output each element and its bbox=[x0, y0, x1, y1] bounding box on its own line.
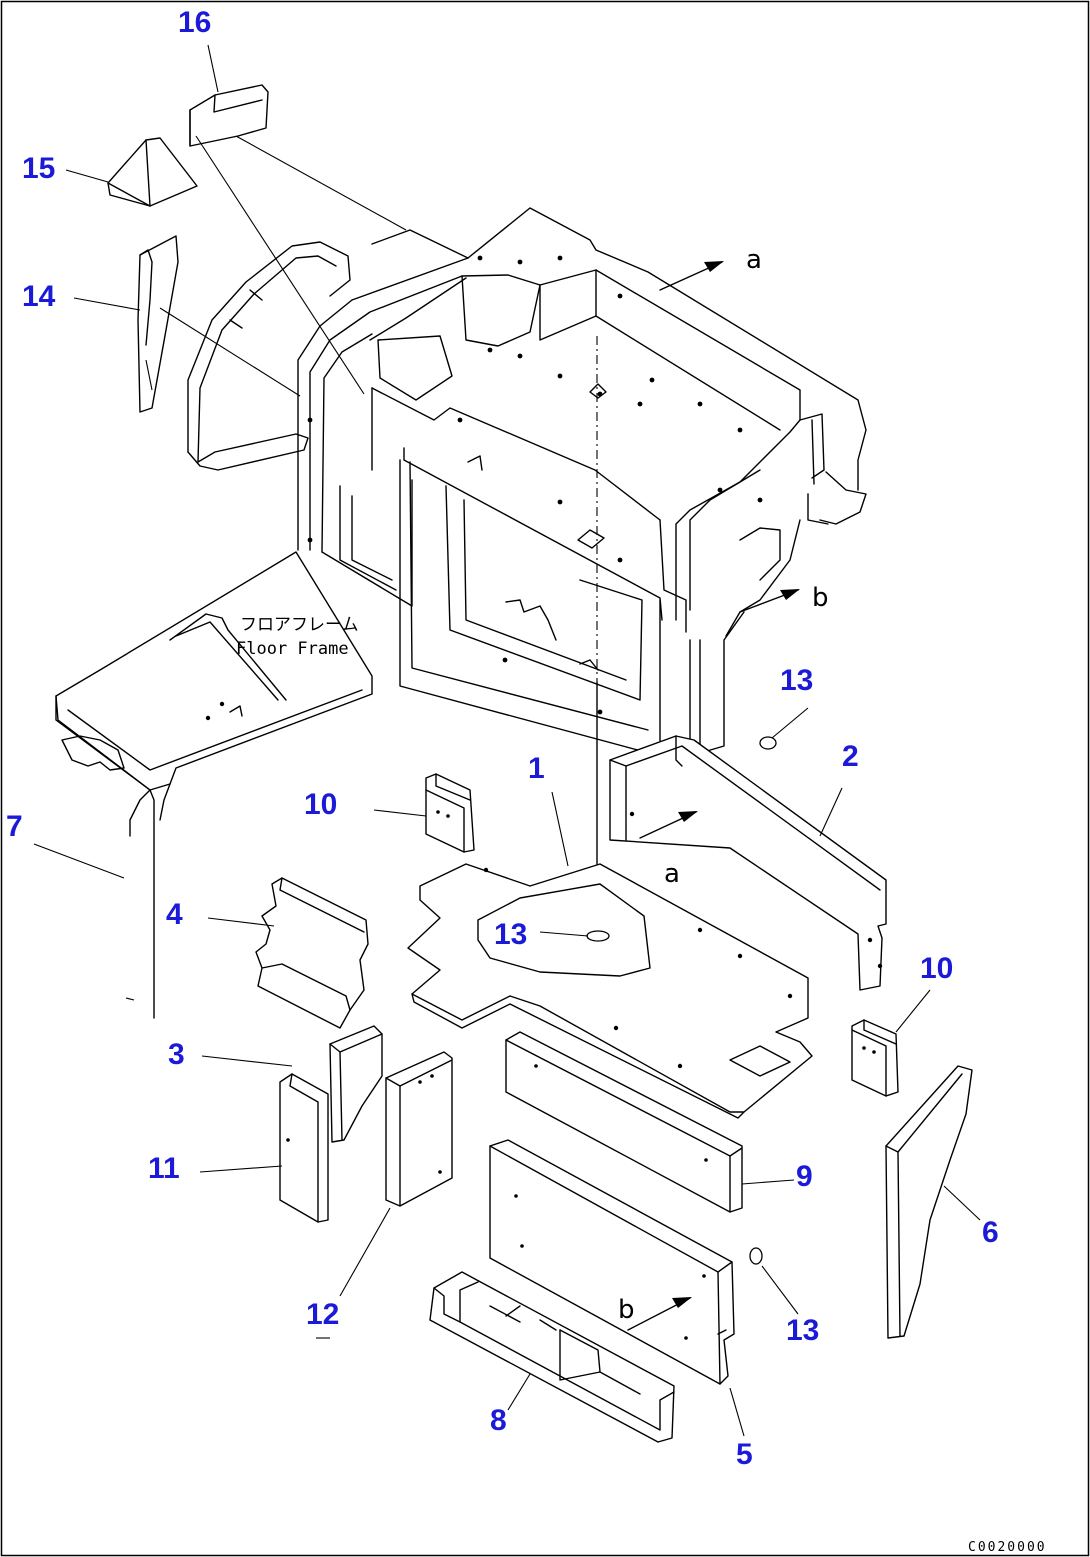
part-12-plate bbox=[385, 1051, 453, 1207]
ref-letter-b-upper: b bbox=[812, 583, 829, 613]
callout-3: 3 bbox=[168, 1038, 185, 1071]
ref-letter-b-lower: b bbox=[618, 1295, 635, 1325]
part-6-side-panel bbox=[885, 1065, 973, 1339]
ref-arrow-b-lower: b bbox=[618, 1295, 692, 1331]
part-3-gusset bbox=[329, 1025, 383, 1143]
callout-12: 12 bbox=[306, 1298, 339, 1331]
callout-10-a: 10 bbox=[304, 788, 337, 821]
callout-10-b: 10 bbox=[920, 952, 953, 985]
callout-13-b: 13 bbox=[494, 918, 527, 951]
handrail-frame bbox=[187, 241, 351, 471]
callout-1: 1 bbox=[528, 752, 545, 785]
callout-labels: 16 15 14 13 2 1 10 7 4 13 10 3 9 11 6 12… bbox=[6, 6, 999, 1471]
callout-15: 15 bbox=[22, 152, 55, 185]
ref-arrow-a-upper: a bbox=[659, 245, 762, 291]
part-2-bracket bbox=[609, 735, 887, 991]
callout-14: 14 bbox=[22, 280, 56, 313]
ref-letter-a-upper: a bbox=[746, 245, 762, 275]
part-1-floor-plate bbox=[407, 863, 813, 1119]
leader-lines bbox=[33, 44, 981, 1437]
ref-arrow-b-upper: b bbox=[739, 583, 829, 613]
main-frame-body bbox=[297, 207, 867, 871]
part-11-angle bbox=[279, 1073, 329, 1223]
part-5-large-plate bbox=[489, 1139, 735, 1385]
part-10-block-upper bbox=[425, 773, 475, 853]
part-15-wedge bbox=[107, 137, 198, 207]
ref-arrow-a-lower: a bbox=[639, 811, 698, 889]
drawing-code: C0020000 bbox=[968, 1540, 1047, 1555]
callout-9: 9 bbox=[796, 1160, 813, 1193]
callout-16: 16 bbox=[178, 6, 211, 39]
callout-7: 7 bbox=[6, 810, 23, 843]
callout-11: 11 bbox=[148, 1152, 180, 1185]
part-14-panel bbox=[137, 235, 179, 413]
callout-6: 6 bbox=[982, 1216, 999, 1249]
part-16-corner-cover bbox=[189, 84, 269, 147]
floor-frame-note-en: Floor Frame bbox=[236, 639, 349, 659]
ref-letter-a-lower: a bbox=[664, 859, 680, 889]
callout-13-c: 13 bbox=[786, 1314, 819, 1347]
floor-frame-note-jp: フロアフレーム bbox=[240, 615, 359, 635]
part-9-long-bar bbox=[505, 1031, 743, 1213]
callout-13-a: 13 bbox=[780, 664, 813, 697]
callout-2: 2 bbox=[842, 740, 859, 773]
part-10-block-right bbox=[851, 1019, 899, 1097]
part-4-bracket-plate bbox=[255, 877, 369, 1029]
floor-frame-plate: フロアフレーム Floor Frame bbox=[55, 551, 373, 1019]
part-8-base-channel bbox=[429, 1271, 675, 1443]
tick-mark bbox=[125, 997, 135, 1001]
callout-5: 5 bbox=[736, 1438, 753, 1471]
callout-8: 8 bbox=[490, 1404, 507, 1437]
callout-4: 4 bbox=[166, 898, 183, 931]
washer-13-upper bbox=[759, 736, 777, 750]
washer-13-lower bbox=[749, 1247, 763, 1265]
